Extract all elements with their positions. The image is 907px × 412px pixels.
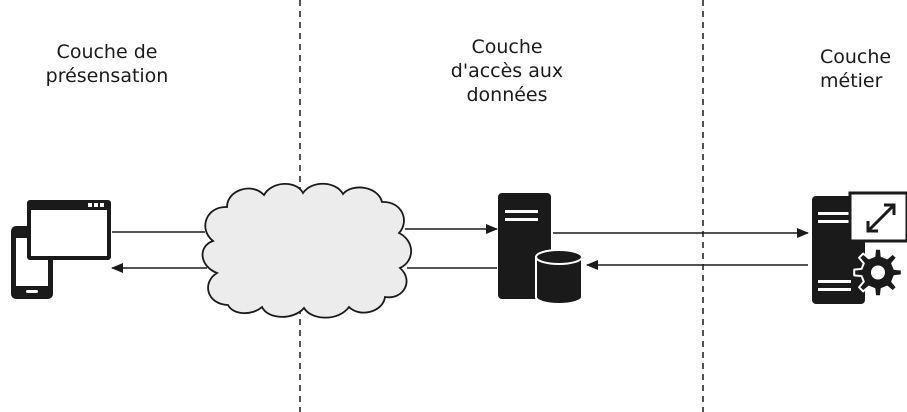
data-access-layer-label-line-1: Couche [471,36,543,58]
cloud-icon [201,182,413,319]
expand-window-icon [848,191,907,243]
business-layer-label: Couche métier [790,45,907,93]
data-access-layer-label-line-2: d'accès aux [450,60,564,82]
business-layer-label-line-2: métier [820,70,883,92]
gear-icon [853,247,903,298]
presentation-layer-label-line-2: présensation [45,65,169,87]
data-access-layer-label: Couche d'accès aux données [432,35,582,107]
browser-window-icon [27,200,111,260]
presentation-layer-label: Couche de présensation [22,40,192,88]
data-access-layer-label-line-3: données [466,84,548,106]
presentation-layer-label-line-1: Couche de [56,41,158,63]
business-layer-label-line-1: Couche [820,46,892,68]
database-icon [535,249,583,305]
